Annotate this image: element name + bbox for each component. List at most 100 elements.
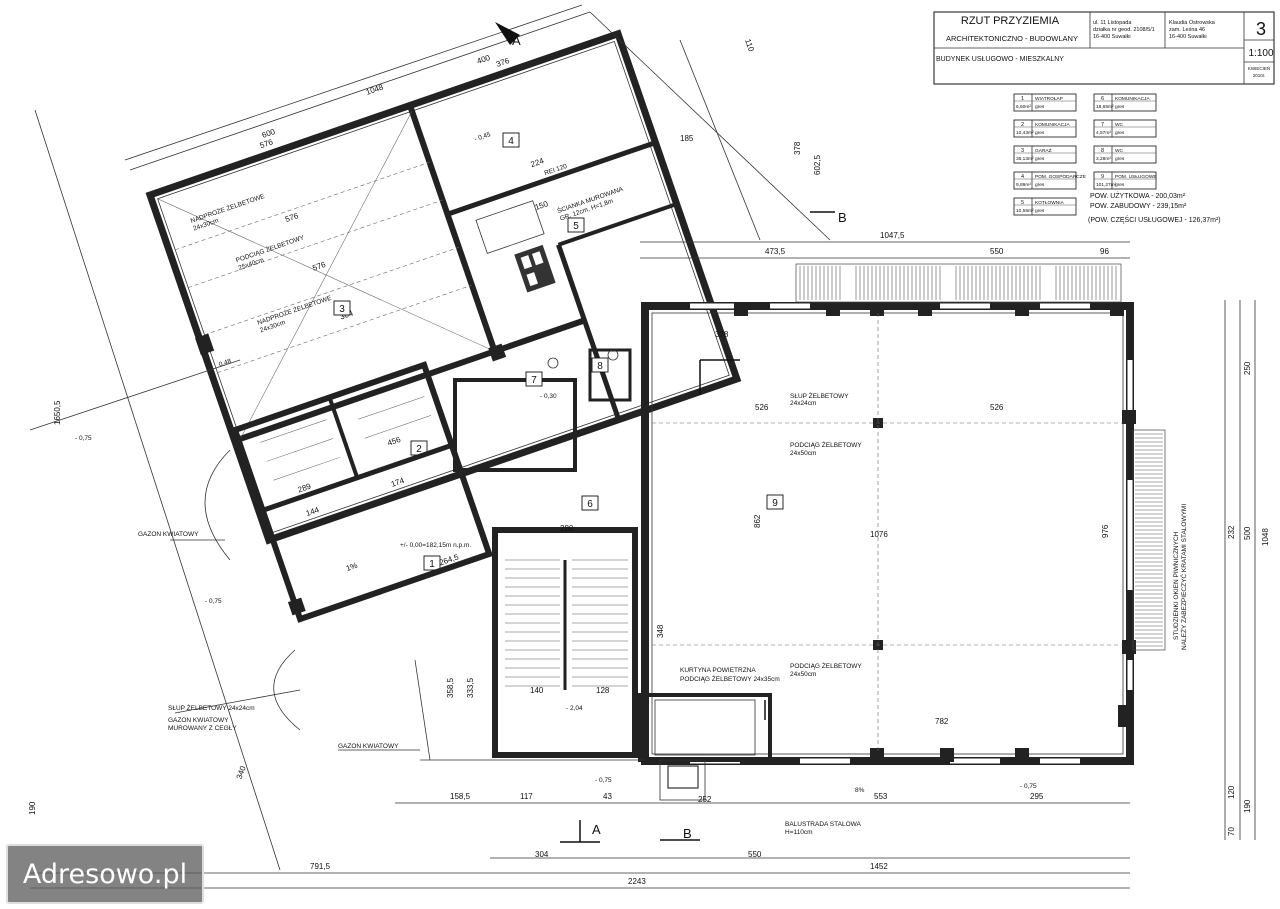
windows-note-1: STUDZIENKI OKIEN PIWNICZNYCH	[1173, 531, 1180, 640]
room-number-5: 5	[573, 221, 579, 232]
curtain-label: KURTYNA POWIETRZNA	[680, 667, 756, 674]
dim-1048: 1048	[365, 82, 385, 96]
beam-label-4: PODCIĄG ŻELBETOWY 24x35cm	[680, 674, 780, 683]
dim-500: 500	[1243, 526, 1252, 540]
room-tag-6	[581, 495, 599, 511]
section-a-bottom: A	[592, 822, 601, 837]
legend-floor: gres	[1115, 104, 1125, 110]
room-tag-5	[567, 217, 585, 233]
legend-area: 3,28m²	[1096, 156, 1111, 162]
legend-number: 6	[1101, 96, 1104, 102]
legend-number: 3	[1021, 148, 1024, 154]
building-type: BUDYNEK USŁUGOWO - MIESZKALNY	[936, 56, 1064, 63]
room-tag-9	[766, 494, 784, 510]
room-tag-7	[525, 371, 543, 387]
service-hall: 9 526 526 378 862 1076 976 782 SŁUP ŻELB…	[641, 263, 1188, 765]
dim-1452: 1452	[870, 862, 888, 871]
legend-floor: gres	[1115, 182, 1125, 188]
pct-1: 1%	[345, 561, 359, 573]
dim-1076: 1076	[870, 530, 888, 539]
dim-340: 340	[235, 764, 248, 780]
dim-43: 43	[603, 792, 612, 801]
dim-400: 400	[476, 53, 492, 66]
dim-1650: 1650,5	[53, 400, 62, 425]
total-built-area: POW. ZABUDOWY - 239,15m²	[1090, 203, 1187, 210]
dim-358: 358,5	[446, 677, 455, 698]
dim-1048-right: 1048	[1261, 528, 1270, 546]
dim-295: 295	[1030, 792, 1044, 801]
legend-area: 35,13m²	[1016, 156, 1034, 162]
dim-232: 232	[1227, 525, 1236, 539]
dim-224: 224	[529, 156, 545, 169]
overall-dimensions: 1047,5 550 473,5 96 158,5 117 43 553 295…	[28, 4, 1270, 889]
room-tag-4	[502, 132, 520, 148]
legend-room-name: WC	[1115, 148, 1124, 154]
column-size: 24x24cm	[790, 400, 816, 407]
lawn-label-2: GAZON KWIATOWY	[168, 717, 229, 724]
legend-room-name: WC	[1115, 122, 1124, 128]
legend-floor: gres	[1035, 156, 1045, 162]
service-area: (POW. CZĘŚCI USŁUGOWEJ - 126,37m²)	[1088, 215, 1221, 224]
dim-304: 304	[535, 850, 549, 859]
total-usable-area: POW. UŻYTKOWA - 200,03m²	[1090, 191, 1186, 200]
level-075-c: - 0,75	[205, 598, 222, 605]
address-line-1: ul. 11 Listopada	[1093, 20, 1132, 26]
address-line-2: działka nr geod. 2108/5/1	[1093, 27, 1155, 33]
dim-117: 117	[520, 792, 533, 801]
dim-576-a: 576	[259, 137, 275, 150]
section-markers: A A B B	[495, 22, 847, 843]
dim-128: 128	[596, 686, 610, 695]
legend-area: 4,57m²	[1096, 130, 1111, 136]
dim-526-a: 526	[755, 403, 769, 412]
legend-room-name: KOMUNIKACJA	[1035, 122, 1070, 128]
room-number-9: 9	[772, 498, 778, 509]
level-075-d: - 0,75	[75, 435, 92, 442]
legend-area: 9,89m²	[1016, 182, 1031, 188]
dim-144: 144	[305, 505, 321, 518]
legend-area: 6,60m²	[1016, 104, 1031, 110]
title-block: RZUT PRZYZIEMIA ARCHITEKTONICZNO - BUDOW…	[933, 11, 1275, 85]
column-label: SŁUP ŻELBETOWY	[790, 391, 849, 400]
section-b-top: B	[838, 210, 847, 225]
dim-174: 174	[390, 476, 406, 489]
dim-110: 110	[743, 38, 756, 54]
beam-label-2: PODCIĄG ŻELBETOWY	[790, 440, 862, 449]
dim-862: 862	[753, 514, 762, 528]
sheet-number: 3	[1256, 19, 1266, 39]
dim-333: 333,5	[466, 677, 475, 698]
legend-floor: gres	[1035, 130, 1045, 136]
dim-70: 70	[1227, 827, 1236, 836]
level-048: 0,48	[218, 358, 233, 369]
legend-room-name: WIATROŁAP	[1035, 96, 1063, 102]
dim-782: 782	[935, 717, 949, 726]
room-number-6: 6	[587, 499, 593, 510]
dim-576-b: 576	[284, 211, 300, 224]
room-number-7: 7	[531, 375, 537, 386]
legend-number: 1	[1021, 96, 1024, 102]
lawn-label-1: GAZON KWIATOWY	[138, 531, 199, 538]
legend-room-name: POM. USŁUGOWE	[1115, 174, 1157, 180]
legend-number: 4	[1021, 174, 1024, 180]
legend-number: 5	[1021, 200, 1024, 206]
room-number-3: 3	[339, 304, 345, 315]
legend-area: 10,58m²	[1016, 208, 1034, 214]
section-a-top: A	[512, 33, 521, 48]
investor-line-3: 16-400 Suwałki	[1169, 34, 1207, 40]
dim-376: 376	[495, 56, 511, 69]
dim-473: 473,5	[765, 247, 786, 256]
dim-190-right: 190	[1243, 799, 1252, 813]
flower-bed-arc-2	[273, 649, 301, 731]
level-030: - 0,30	[540, 393, 557, 400]
beam-size-3: 24x50cm	[790, 671, 816, 678]
dim-190-left: 190	[28, 801, 37, 815]
room-number-1: 1	[429, 559, 435, 570]
dim-600: 600	[261, 127, 277, 140]
room-tag-8	[591, 357, 609, 373]
